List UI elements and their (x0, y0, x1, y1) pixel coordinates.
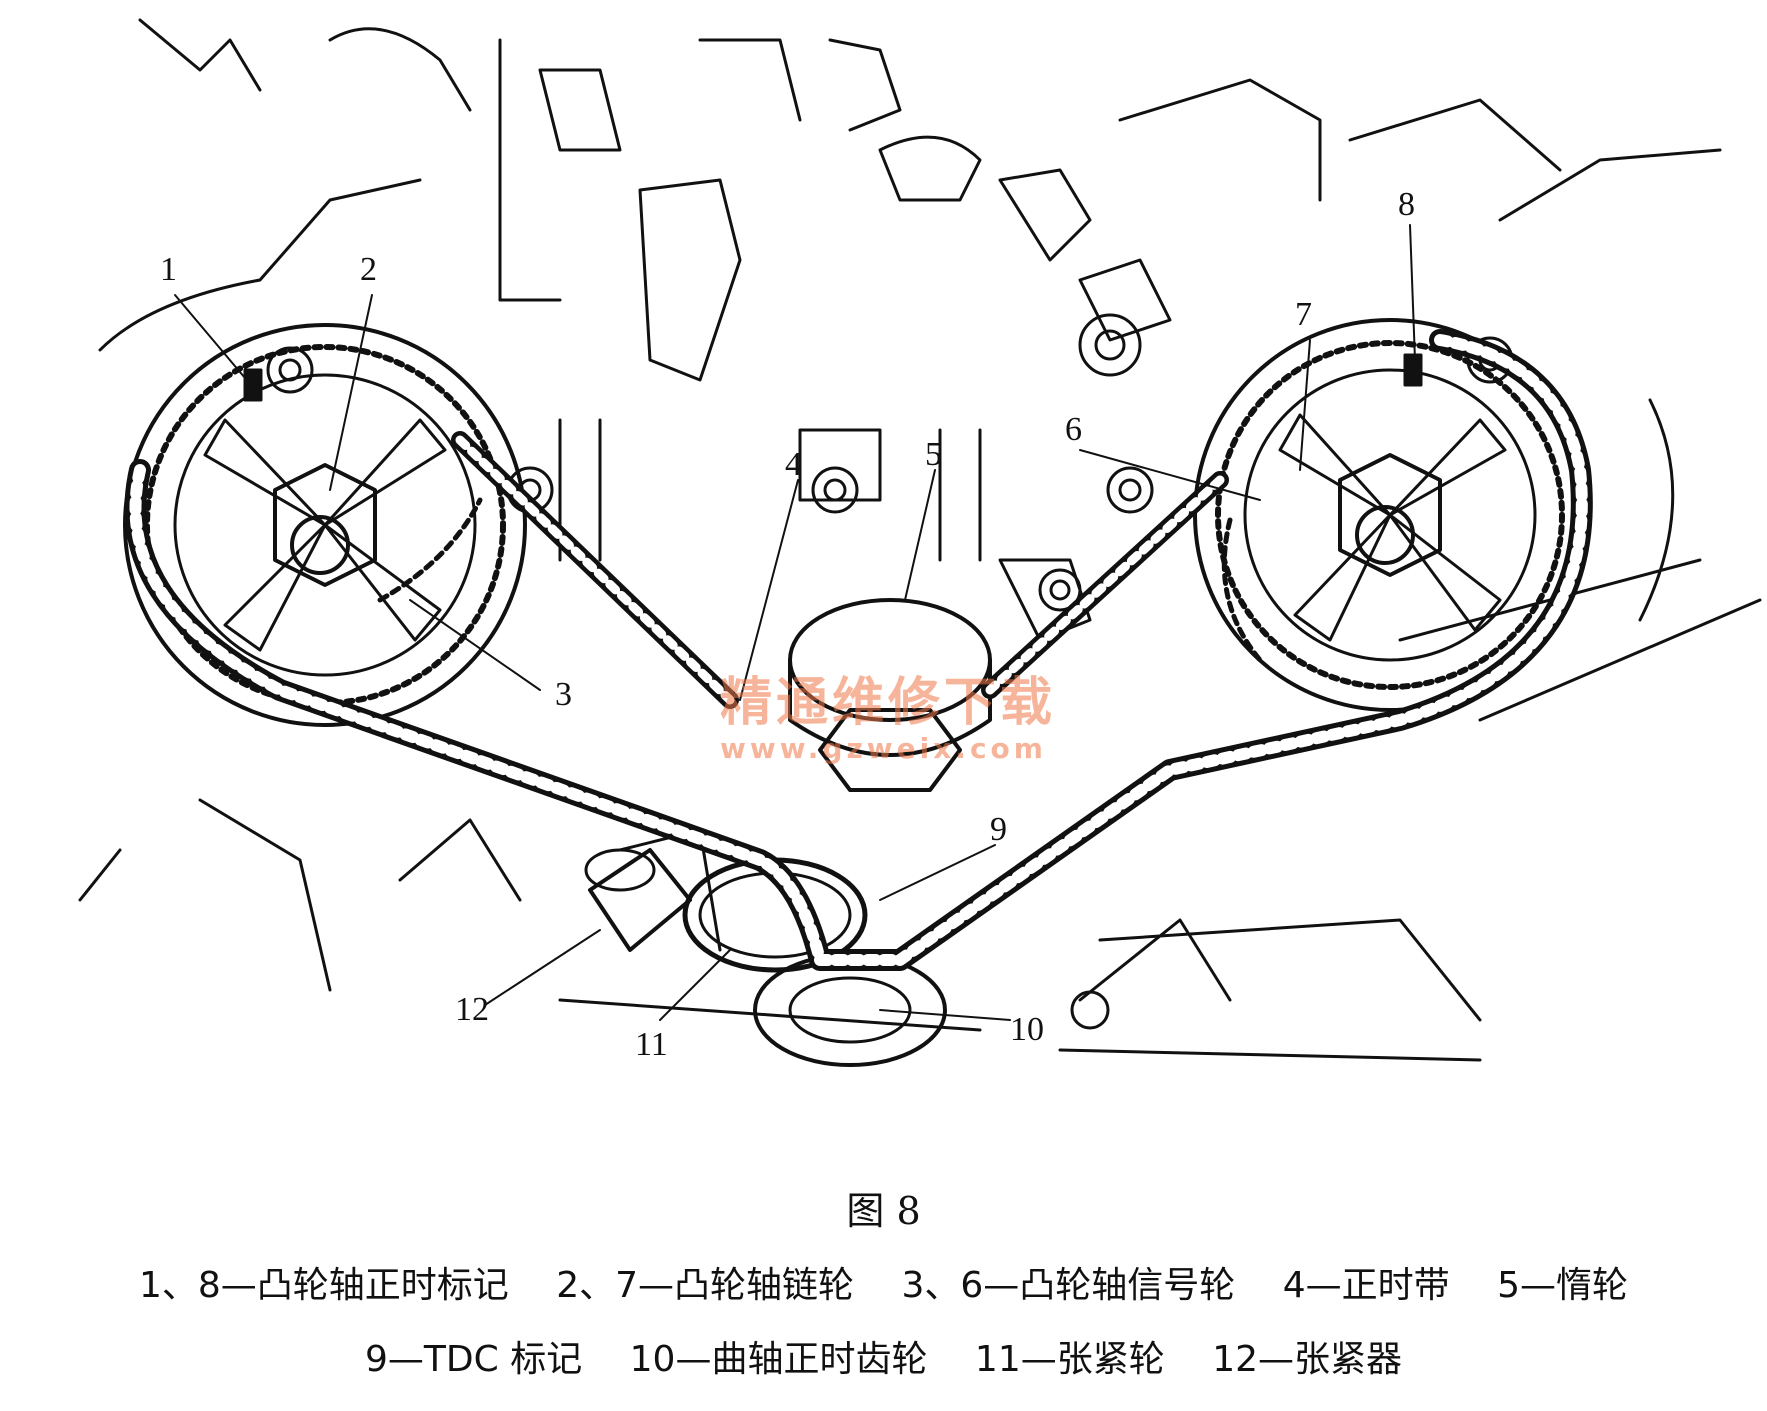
tensioner (584, 848, 692, 952)
left-cam-signal-wheel (377, 497, 483, 603)
callout-8: 8 (1398, 186, 1415, 223)
legend-item: 10—曲轴正时齿轮 (629, 1339, 928, 1380)
legend-item: 12—张紧器 (1212, 1339, 1402, 1380)
right-timing-mark (1403, 353, 1423, 387)
left-timing-mark (243, 368, 263, 402)
right-cam-signal-wheel (1221, 517, 1263, 663)
timing-belt-diagram: 1 2 3 4 5 6 7 8 9 10 11 12 精通维修下载 www.gz… (78, 18, 1762, 1067)
callout-11: 11 (635, 1026, 668, 1063)
callout-2: 2 (360, 251, 377, 288)
callout-3: 3 (555, 676, 572, 713)
callout-4: 4 (785, 446, 802, 483)
callout-1: 1 (160, 251, 177, 288)
legend-item: 11—张紧轮 (974, 1339, 1165, 1380)
idler-pulley (788, 598, 992, 792)
watermark-url: www.gzweix.com (720, 732, 1047, 765)
callout-6: 6 (1065, 411, 1082, 448)
callout-12: 12 (455, 991, 489, 1028)
legend-item: 2、7—凸轮轴链轮 (556, 1265, 855, 1306)
legend-item: 4—正时带 (1282, 1265, 1450, 1306)
callout-9: 9 (990, 811, 1007, 848)
callout-7: 7 (1295, 296, 1312, 333)
timing-belt (124, 329, 1593, 971)
legend-item: 9—TDC 标记 (365, 1339, 583, 1380)
legend-line-2: 9—TDC 标记 10—曲轴正时齿轮 11—张紧轮 12—张紧器 (0, 1330, 1767, 1382)
callout-5: 5 (925, 436, 942, 473)
legend-line-1: 1、8—凸轮轴正时标记 2、7—凸轮轴链轮 3、6—凸轮轴信号轮 4—正时带 5… (0, 1256, 1767, 1308)
leader-lines (174, 224, 1416, 1021)
figure-title: 图 8 (846, 1189, 921, 1233)
callout-10: 10 (1010, 1011, 1044, 1048)
legend-item: 1、8—凸轮轴正时标记 (138, 1265, 509, 1306)
legend-item: 3、6—凸轮轴信号轮 (901, 1265, 1236, 1306)
legend-item: 5—惰轮 (1497, 1265, 1629, 1306)
engine-block-outline (78, 18, 1762, 1062)
watermark-text: 精通维修下载 (720, 673, 1056, 733)
